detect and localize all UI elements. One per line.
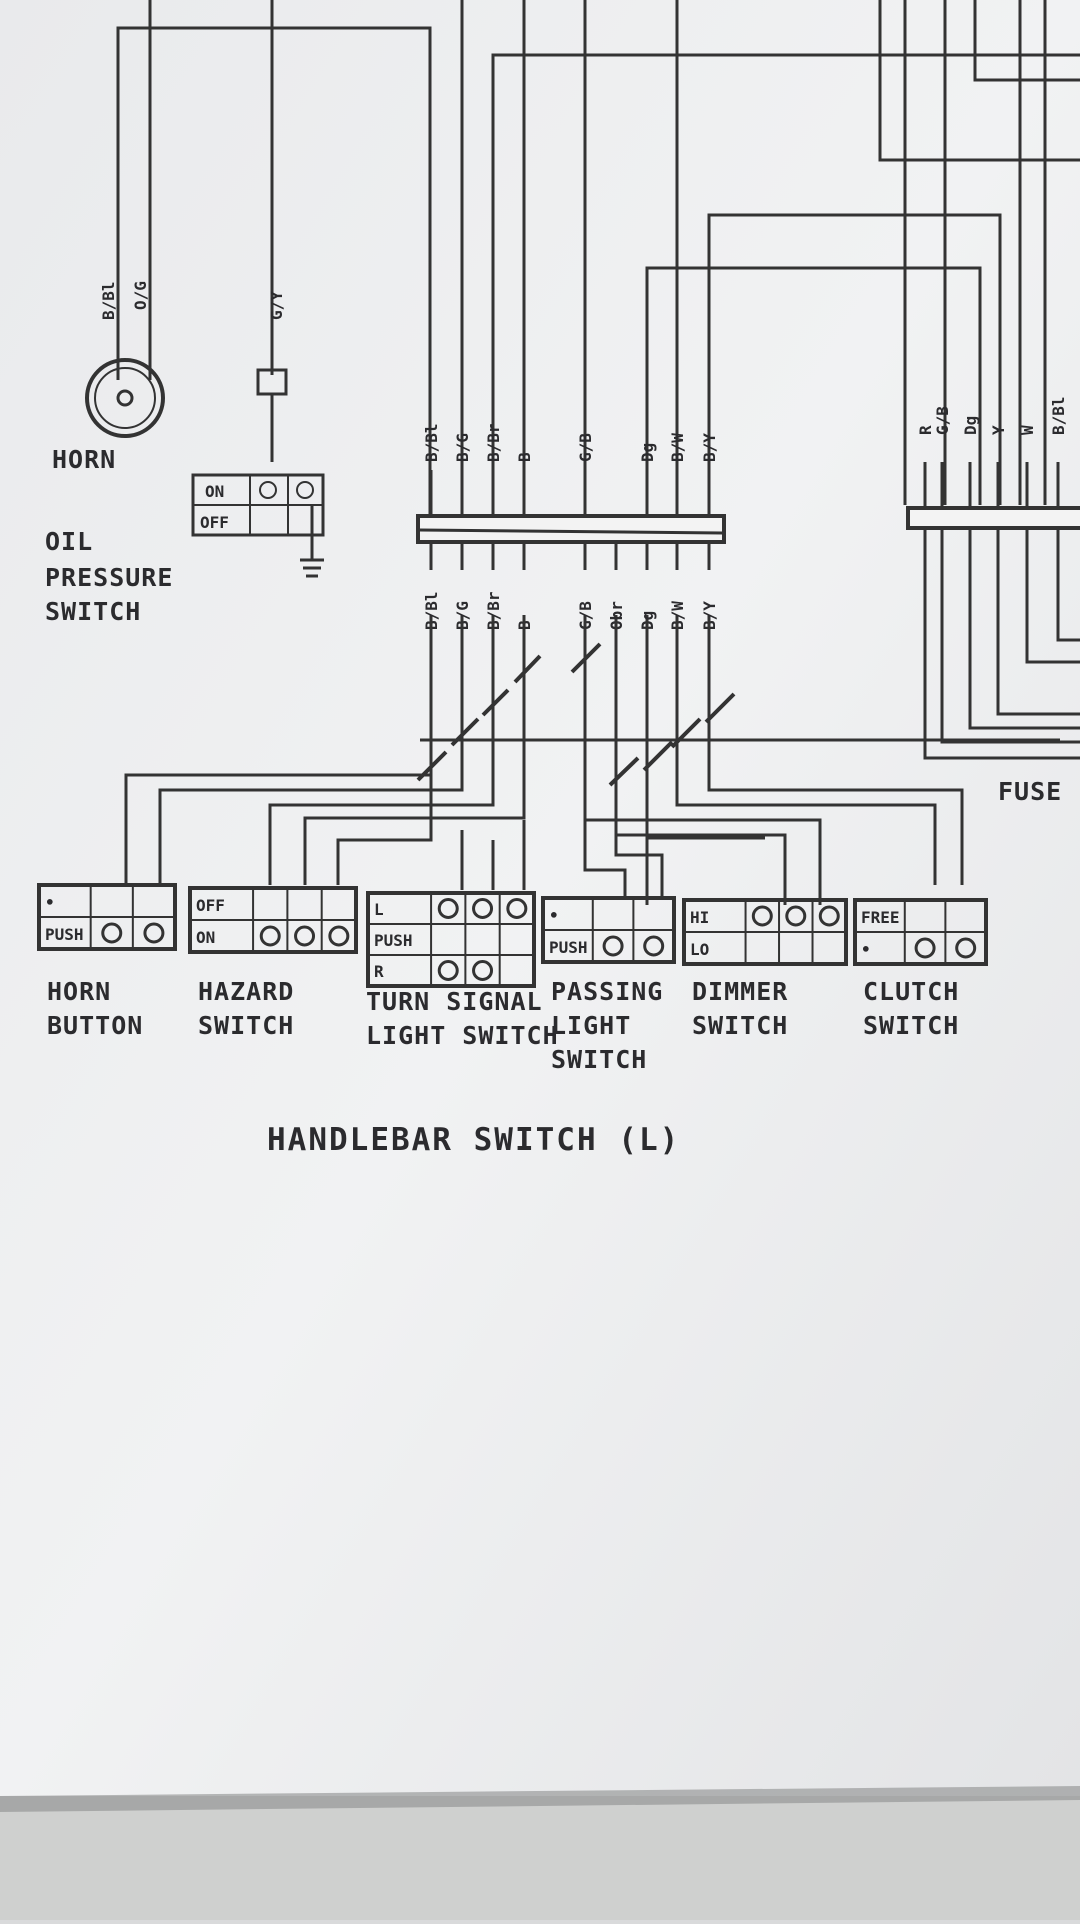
upper-wire-label: G/B — [576, 433, 595, 462]
right-wire-label: B/Bl — [1049, 396, 1068, 435]
dimmer-switch: HI LO — [682, 898, 848, 966]
switch-state-label: LO — [690, 940, 709, 959]
switch-state-label: L — [374, 900, 384, 919]
wire-break-marks — [416, 642, 736, 787]
switch-label-line: LIGHT SWITCH — [366, 1021, 559, 1050]
upper-wire-label: B/Bl — [422, 423, 441, 462]
horn: B/Bl O/G HORN — [52, 281, 165, 474]
horn-wire-label: O/G — [131, 281, 150, 310]
upper-wiring — [116, 0, 1080, 520]
oil-label-line: PRESSURE — [45, 563, 173, 592]
switch-state-label: ON — [196, 928, 215, 947]
lower-wire-label: B/Bl — [422, 591, 441, 630]
lower-wire-label: B/W — [668, 601, 687, 630]
switch-state-label: OFF — [196, 896, 225, 915]
fuse-label: FUSE — [998, 777, 1062, 806]
table-surface — [0, 1796, 1080, 1920]
lower-wire-label: Obr — [607, 601, 626, 630]
switch-label-line: CLUTCH — [863, 977, 959, 1006]
switch-label-line: BUTTON — [47, 1011, 143, 1040]
switch-label-line: SWITCH — [551, 1045, 647, 1074]
right-wire-label: Dg — [961, 416, 980, 435]
state-on: ON — [205, 482, 224, 501]
switch-label-line: PASSING — [551, 977, 663, 1006]
switch-state-label: FREE — [861, 908, 900, 927]
switch-label-line: DIMMER — [692, 977, 788, 1006]
switch-label-line: SWITCH — [863, 1011, 959, 1040]
hazard-switch: OFF ON — [188, 886, 358, 954]
right-wire-label: Y — [989, 425, 1008, 435]
switch-label-line: SWITCH — [198, 1011, 294, 1040]
switch-state-label: PUSH — [549, 938, 588, 957]
oil-label-line: OIL — [45, 527, 93, 556]
diagram-title: HANDLEBAR SWITCH (L) — [267, 1122, 680, 1158]
upper-wire-label: B/Br — [484, 423, 503, 462]
clutch-switch: FREE • — [853, 898, 988, 966]
switch-label-line: LIGHT — [551, 1011, 631, 1040]
switch-state-label: • — [549, 906, 559, 925]
switch-state-label: • — [45, 893, 55, 912]
right-wire-label: W — [1018, 425, 1037, 435]
lower-wire-label: B/Y — [700, 601, 719, 630]
switch-state-label: R — [374, 962, 384, 981]
right-wire-label: G/B — [933, 406, 952, 435]
turn-signal-light-switch: L PUSH R — [366, 891, 536, 988]
switch-label-line: HAZARD — [198, 977, 294, 1006]
right-wire-label: R — [916, 425, 935, 435]
horn-label: HORN — [52, 445, 116, 474]
upper-wire-label: B/Y — [700, 433, 719, 462]
state-off: OFF — [200, 513, 229, 532]
upper-wire-label: B/W — [668, 433, 687, 462]
upper-wire-label: B/G — [453, 433, 472, 462]
switch-state-label: PUSH — [45, 925, 84, 944]
oil-pressure-switch: G/Y ON OFF OIL PRESSURE SWITCH — [45, 291, 325, 626]
switch-label-line: SWITCH — [692, 1011, 788, 1040]
passing-light-switch: • PUSH — [541, 896, 676, 964]
oil-label-line: SWITCH — [45, 597, 141, 626]
lower-wire-label: G/B — [576, 601, 595, 630]
oil-wire-label: G/Y — [267, 291, 286, 320]
lower-wire-label: B/Br — [484, 591, 503, 630]
horn-button: • PUSH — [37, 883, 177, 951]
switch-state-label: PUSH — [374, 931, 413, 950]
lower-wire-label: B/G — [453, 601, 472, 630]
horn-wire-label: B/Bl — [99, 281, 118, 320]
upper-wire-label: B — [515, 452, 534, 462]
switch-state-label: • — [861, 940, 871, 959]
switch-label-line: HORN — [47, 977, 111, 1006]
switch-state-label: HI — [690, 908, 709, 927]
switch-label-line: TURN SIGNAL — [366, 987, 543, 1016]
lower-wiring — [124, 620, 1060, 905]
upper-wire-label: Dg — [638, 443, 657, 462]
